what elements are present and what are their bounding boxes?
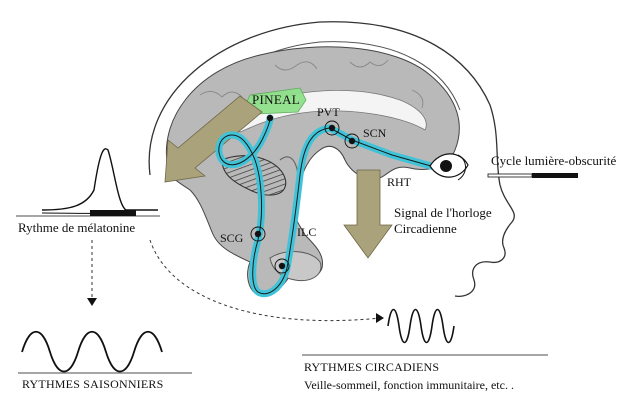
seasonal-wave — [18, 331, 192, 374]
rht-label: RHT — [387, 175, 411, 189]
ilc-label: ILC — [297, 225, 317, 239]
neural-pathway — [215, 114, 442, 298]
circadian-wave — [302, 308, 548, 356]
pineal-label: PINEAL — [252, 92, 301, 107]
pvt-label: PVT — [317, 105, 340, 119]
clock-signal-arrow — [343, 169, 393, 259]
melatonin-rhythm-label: Rythme de mélatonine — [18, 220, 136, 235]
node-rings — [250, 120, 360, 274]
circadian-rhythms-subtitle: Veille-sommeil, fonction immunitaire, et… — [304, 378, 514, 392]
scn-label: SCN — [363, 126, 387, 140]
seasonal-rhythms-label: RYTHMES SAISONNIERS — [22, 377, 164, 391]
clock-signal-line2: Circadienne — [394, 221, 457, 236]
pathway-nodes — [254, 114, 356, 270]
light-dark-cycle-label: Cycle lumière-obscurité — [491, 153, 617, 168]
arrowheads — [87, 298, 384, 323]
light-dark-cycle-bar — [487, 173, 578, 178]
scg-label: SCG — [220, 231, 244, 245]
circadian-rhythms-title: RYTHMES CIRCADIENS — [304, 360, 440, 374]
melatonin-curve — [16, 148, 160, 217]
eye-icon — [429, 153, 469, 181]
clock-signal-line1: Signal de l'horloge — [394, 205, 492, 220]
dotted-arrows — [91, 239, 381, 322]
head-outline — [148, 21, 515, 298]
